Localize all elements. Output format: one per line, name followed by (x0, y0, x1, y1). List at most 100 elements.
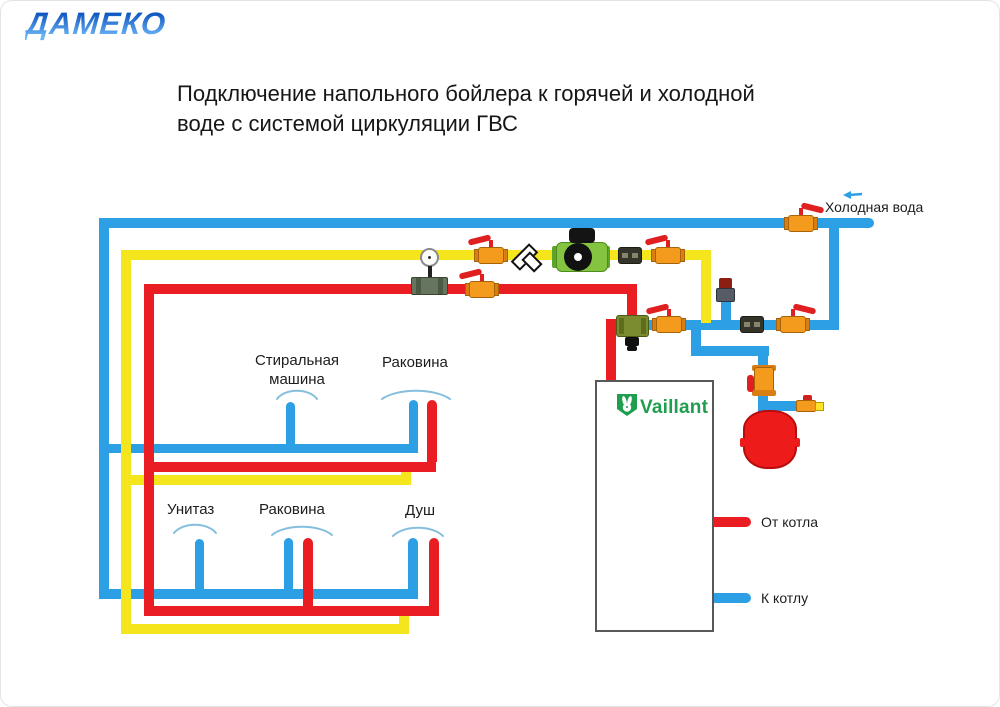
pipe-cold-safety-branch-h1 (691, 346, 769, 356)
label-washing-machine-line2: машина (269, 371, 325, 388)
brace-shower (392, 526, 444, 537)
ball-valve-boiler-feed-2 (776, 302, 817, 333)
ball-valve-circulation-2 (644, 233, 685, 264)
pressure-reducer (714, 278, 738, 304)
y-strainer (509, 243, 545, 275)
pipe-circ-upper-branch (121, 475, 411, 485)
ball-valve-boiler-feed-1 (645, 302, 686, 333)
tee-with-drain-valve (616, 314, 652, 354)
brace-sink-lower (271, 525, 333, 536)
drain-hose-fitting (796, 395, 826, 415)
ball-valve-circulation-1 (467, 233, 508, 264)
valve-lever (644, 234, 669, 246)
gauge-stem (428, 266, 432, 278)
pipe-cold-lower-branch (99, 589, 418, 599)
valve-body (656, 316, 682, 333)
pipe-hot-lower-branch (144, 606, 439, 616)
valve-stem (666, 240, 670, 249)
pipe-from-boiler-stub (714, 517, 751, 527)
pipe-hot-upper-branch (144, 462, 436, 472)
pump-rotor (564, 243, 592, 271)
pipe-cold-sink-lower-stub (284, 538, 293, 599)
label-from-boiler: От котла (761, 514, 819, 530)
reducer-cap (719, 278, 732, 290)
pipe-circ-upper-stub (401, 464, 411, 481)
valve-stem (799, 208, 803, 217)
pipe-to-boiler-stub (714, 593, 751, 603)
gauge-dial (420, 248, 439, 267)
brace-washing-machine (276, 389, 318, 400)
circulation-pump (552, 227, 610, 273)
pipe-cold-supply-drop (829, 218, 839, 330)
pipe-cold-sink-upper-stub (409, 400, 418, 453)
valve-body (788, 215, 814, 232)
valve-cap (752, 390, 776, 396)
vaillant-logo-icon (617, 394, 637, 421)
valve-stem (480, 274, 484, 283)
check-valve-cold (740, 316, 764, 333)
label-cold-water: Холодная вода (825, 199, 924, 215)
boiler-body (595, 380, 714, 632)
flow-direction-arrow (843, 191, 863, 199)
fitting-body (796, 400, 816, 412)
valve-lever (467, 234, 492, 246)
brace-sink-upper (381, 389, 451, 400)
drain-valve (625, 337, 639, 346)
label-washing-machine: Стиральная машина (234, 351, 360, 389)
title-line-2: воде с системой циркуляции ГВС (177, 111, 518, 136)
pipe-hot-top-main (144, 284, 637, 294)
pipe-hot-sink-lower-stub (303, 538, 313, 606)
pipe-cold-tank-tee-h (758, 401, 808, 411)
pipe-hot-boiler-drop-v2 (606, 324, 616, 381)
boiler-brand: Vaillant (617, 394, 708, 421)
valve-lever (458, 268, 483, 280)
ball-valve-hot (458, 267, 499, 298)
pipe-cold-toilet-stub (195, 539, 204, 599)
brace-toilet (173, 523, 217, 534)
pipe-cold-upper-branch (99, 444, 418, 453)
valve-body (478, 247, 504, 264)
pipe-union (411, 277, 448, 295)
label-shower: Душ (405, 502, 436, 519)
pipe-circ-top-main (121, 250, 711, 260)
valve-lever (645, 303, 670, 315)
pump-flange (552, 246, 558, 268)
pipe-hot-left-riser (144, 284, 154, 616)
valve-body (655, 247, 681, 264)
expansion-tank (740, 410, 800, 469)
valve-stem (489, 240, 493, 249)
ball-valve-cold-supply (784, 201, 825, 232)
title-line-1: Подключение напольного бойлера к горячей… (177, 81, 755, 106)
pipe-circ-lower-stub (399, 608, 409, 626)
valve-stem (667, 309, 671, 318)
valve-stem (791, 309, 795, 318)
pump-terminal-box (569, 228, 595, 243)
pipe-circ-right-drop (701, 250, 711, 323)
label-toilet: Унитаз (167, 501, 215, 518)
pipe-circ-left-riser (121, 250, 131, 634)
tee-body (616, 315, 649, 337)
page-title: Подключение напольного бойлера к горячей… (177, 79, 755, 139)
pipe-cold-shower-stub (408, 538, 418, 599)
fitting-cap (803, 395, 812, 402)
pipe-hot-shower-stub (429, 538, 439, 616)
pipe-cold-left-riser (99, 218, 109, 599)
pipe-hot-boiler-drop-v1 (627, 284, 637, 319)
label-to-boiler: К котлу (761, 590, 809, 606)
fitting-tip (815, 402, 824, 411)
safety-valve (746, 363, 780, 399)
pipe-cold-reducer-stub (721, 298, 731, 323)
boiler-brand-label: Vaillant (640, 396, 709, 418)
pipe-cold-safety-branch-v1 (691, 328, 701, 354)
label-washing-machine-line1: Стиральная (254, 352, 340, 369)
valve-lever (747, 375, 754, 392)
valve-lever (792, 303, 817, 315)
valve-body (780, 316, 806, 333)
pipe-hot-sink-upper-stub (427, 400, 437, 462)
company-logo: ДАМЕКО (24, 6, 168, 41)
label-sink-upper: Раковина (382, 354, 448, 371)
check-valve-circulation (618, 247, 642, 264)
pressure-gauge-union (411, 248, 449, 296)
label-sink-lower: Раковина (259, 501, 325, 518)
